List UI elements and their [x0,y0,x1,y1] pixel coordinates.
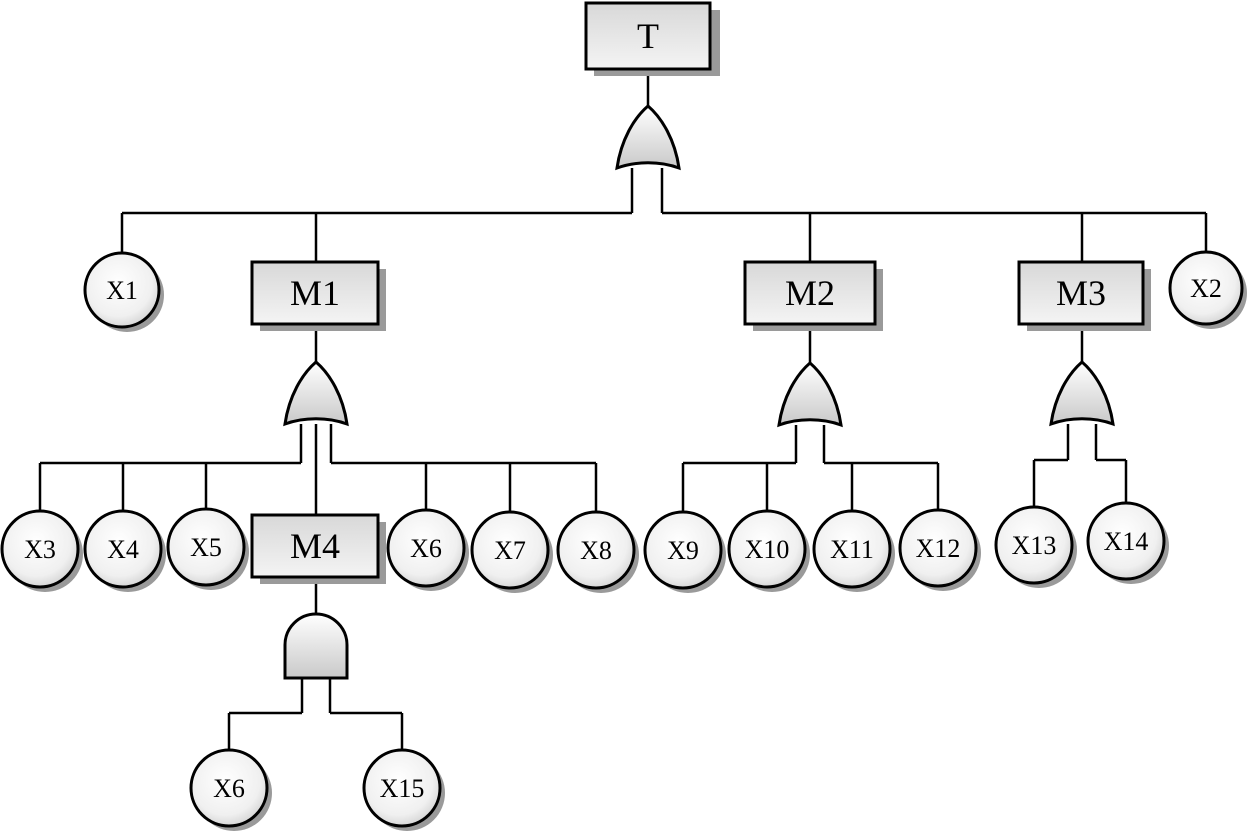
basic-event-label: X2 [1190,274,1222,303]
basic-events: X1 X2 X3 X4 X5 X6 X7 [0,250,1247,831]
basic-event-label: X8 [580,536,612,565]
basic-event-x15: X15 [362,748,445,831]
basic-event-label: X6 [410,534,442,563]
basic-event-label: X13 [1012,531,1057,560]
basic-event-x11: X11 [812,509,895,592]
top-event-t: T [584,1,720,76]
basic-event-x4: X4 [83,509,166,592]
basic-event-label: X10 [745,535,790,564]
basic-event-label: X12 [916,534,961,563]
basic-event-x3: X3 [0,509,83,592]
or-gate-t [615,104,681,171]
basic-event-label: X11 [830,535,874,564]
and-gate-m4 [283,612,349,680]
intermediate-event-m2: M2 [743,260,883,331]
m2-label: M2 [785,273,835,313]
basic-event-label: X4 [107,535,139,564]
basic-event-x12: X12 [898,508,981,591]
basic-event-x14: X14 [1086,501,1169,584]
top-event-label: T [637,16,659,56]
basic-event-label: X14 [1104,527,1149,556]
basic-event-label: X9 [667,536,699,565]
or-gate-m2 [777,361,843,428]
basic-event-x13: X13 [994,505,1077,588]
connector-lines [38,69,1208,752]
basic-event-x1: X1 [83,251,164,332]
intermediate-event-m3: M3 [1017,260,1151,331]
gates [283,104,1115,680]
or-gate-m3 [1049,360,1115,427]
basic-event-label: X7 [494,536,526,565]
basic-event-x9: X9 [643,510,726,593]
basic-event-label: X3 [24,535,56,564]
basic-event-label: X15 [380,774,425,803]
intermediate-event-m4: M4 [250,513,386,584]
m3-label: M3 [1056,273,1106,313]
basic-event-x6-under-m4: X6 [189,748,272,831]
m1-label: M1 [290,273,340,313]
basic-event-label: X5 [190,533,222,562]
basic-event-x10: X10 [727,509,810,592]
basic-event-label: X1 [106,276,138,305]
intermediate-event-m1: M1 [250,260,386,331]
basic-event-x8: X8 [556,510,639,593]
basic-event-x7: X7 [470,510,553,593]
basic-event-x6: X6 [386,508,469,591]
basic-event-label: X6 [213,774,245,803]
m4-label: M4 [290,526,340,566]
or-gate-m1 [283,360,349,427]
basic-event-x2: X2 [1168,250,1247,329]
basic-event-x5: X5 [166,507,249,590]
